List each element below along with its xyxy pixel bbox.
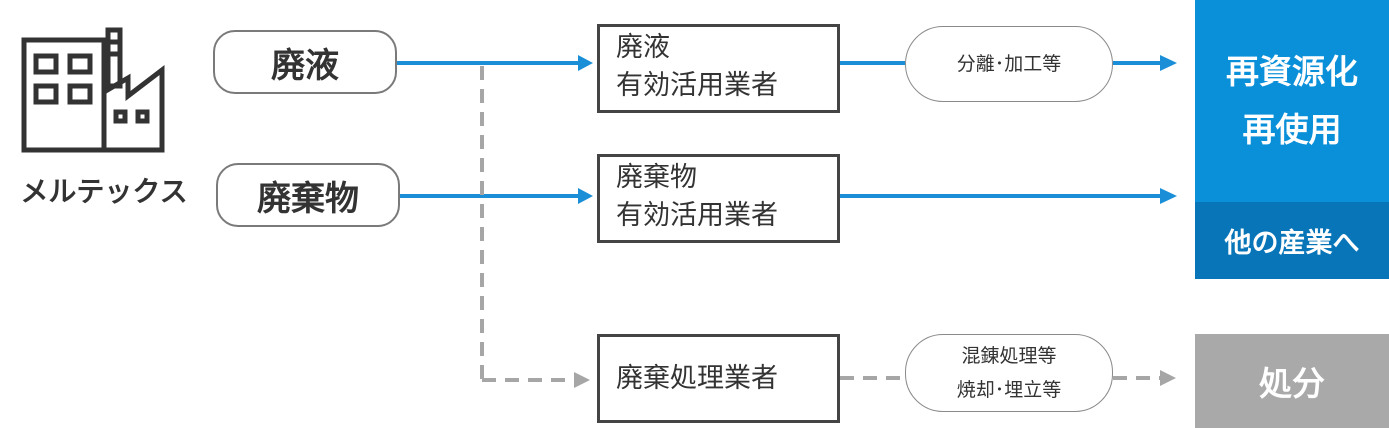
arrowhead-to-disposal-processor [574,372,590,388]
processor-material-line1: 廃棄物 [616,162,697,193]
company-block: メルテックス [14,22,194,212]
outcome-other-industry-label: 他の産業へ [1224,228,1360,259]
arrowhead-separation-to-recycle [1160,55,1177,71]
process-disposal-line1: 混錬処理等 [961,345,1057,367]
outcome-other-industry-panel: 他の産業へ [1195,202,1389,279]
company-name: メルテックス [20,175,188,208]
source-waste-material: 廃棄物 [216,163,400,227]
processor-liquid-line1: 廃液 [616,32,670,63]
outcome-disposal-panel: 処分 [1195,334,1389,428]
processor-liquid: 廃液 有効活用業者 [597,24,840,113]
processor-material: 廃棄物 有効活用業者 [597,154,840,243]
arrowhead-material-processor-to-recycle [1160,188,1177,204]
processor-liquid-line2: 有効活用業者 [616,70,778,101]
process-disposal-methods: 混錬処理等 焼却･埋立等 [905,334,1113,412]
arrowhead-liquid-to-processor [578,55,593,71]
outcome-recycle-line1: 再資源化 [1226,52,1358,91]
process-disposal-line2: 焼却･埋立等 [956,379,1062,401]
processor-disposal: 廃棄処理業者 [597,334,840,423]
process-separation-label: 分離･加工等 [956,53,1062,75]
process-separation: 分離･加工等 [905,26,1113,102]
outcome-recycle-line2: 再使用 [1242,110,1342,149]
processor-material-line2: 有効活用業者 [616,200,778,231]
outcome-recycle-panel: 再資源化 再使用 [1195,0,1389,202]
outcome-disposal-label: 処分 [1259,364,1325,403]
arrowhead-material-to-processor [578,188,593,204]
source-waste-liquid: 廃液 [213,30,397,94]
arrowhead-to-disposal [1160,370,1176,386]
factory-icon [21,27,165,153]
